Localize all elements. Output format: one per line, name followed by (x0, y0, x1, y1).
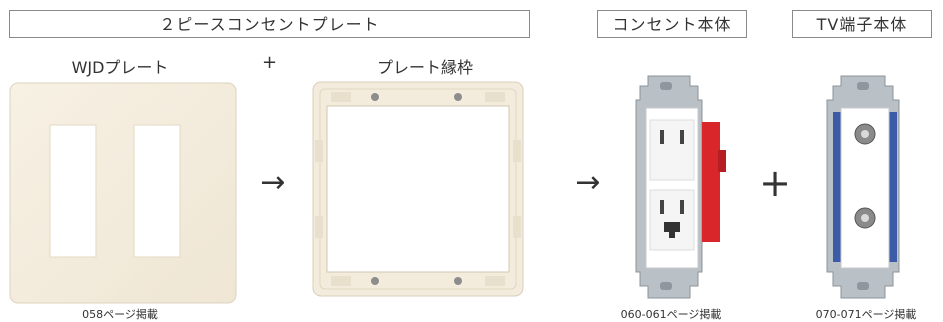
plate-page-caption: 058ページ掲載 (82, 308, 158, 321)
tv-terminal-body-title: TV端子本体 (792, 10, 932, 38)
wjd-plate-label: WJDプレート (71, 58, 169, 77)
tv-page-caption: 070-071ページ掲載 (815, 308, 917, 321)
two-piece-outlet-plate-title: ２ピースコンセントプレート (9, 10, 530, 38)
plus-sign-small: + (262, 52, 278, 73)
wjd-plate-image (9, 82, 237, 304)
plate-frame-image (312, 81, 524, 297)
arrow-right-2: → (575, 165, 601, 200)
outlet-page-caption: 060-061ページ掲載 (620, 308, 722, 321)
plus-sign-large: + (759, 161, 791, 205)
arrow-right-1: → (260, 165, 286, 200)
plate-frame-label: プレート縁枠 (376, 58, 473, 77)
outlet-body-title: コンセント本体 (597, 10, 747, 38)
outlet-body-image (635, 75, 726, 299)
tv-terminal-body-image (826, 75, 900, 299)
